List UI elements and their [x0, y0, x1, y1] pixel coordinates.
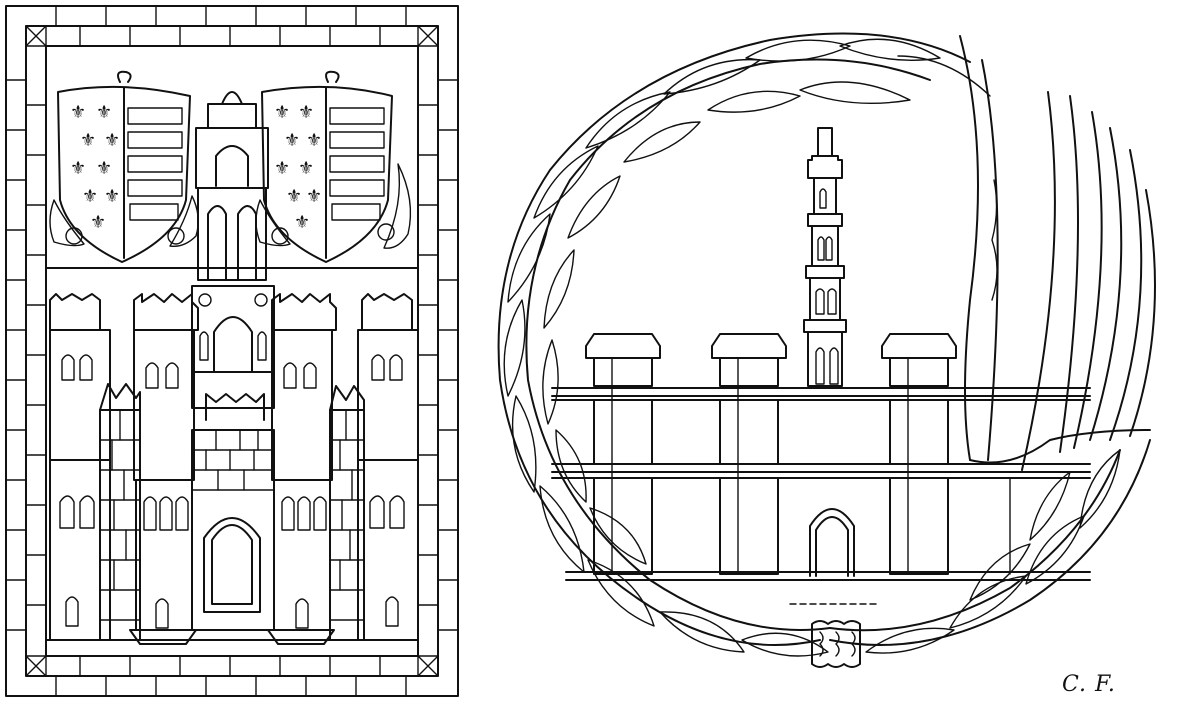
left-heraldic-shield: ⚜⚜ ⚜⚜ ⚜⚜ ⚜⚜ ⚜: [49, 70, 199, 263]
svg-text:⚜: ⚜: [96, 102, 112, 123]
brick-frame: [5, 5, 459, 697]
svg-text:⚜: ⚜: [104, 130, 120, 151]
svg-text:⚜: ⚜: [306, 186, 322, 207]
svg-text:⚜: ⚜: [70, 102, 86, 123]
minaret-tower: [803, 127, 847, 387]
wreath-knot: [811, 620, 861, 668]
svg-text:⚜: ⚜: [286, 186, 302, 207]
svg-text:⚜: ⚜: [274, 102, 290, 123]
castle-gatehouse: [45, 285, 419, 645]
central-turret: [195, 91, 269, 281]
fleur-de-lis-pattern: ⚜⚜ ⚜⚜ ⚜⚜ ⚜⚜ ⚜: [274, 102, 322, 233]
svg-text:⚜: ⚜: [298, 102, 314, 123]
artist-signature: C. F.: [1062, 672, 1116, 697]
svg-text:⚜: ⚜: [82, 186, 98, 207]
svg-text:⚜: ⚜: [96, 158, 112, 179]
drapery: [959, 35, 1156, 471]
svg-text:⚜: ⚜: [306, 130, 322, 151]
svg-text:⚜: ⚜: [274, 158, 290, 179]
fortress-wall: [551, 333, 1091, 605]
wreathed-fortress-panel: [470, 0, 1200, 705]
fleur-de-lis-pattern: ⚜⚜ ⚜⚜ ⚜⚜ ⚜⚜ ⚜: [70, 102, 120, 233]
svg-text:⚜: ⚜: [104, 186, 120, 207]
right-heraldic-shield: ⚜⚜ ⚜⚜ ⚜⚜ ⚜⚜ ⚜: [255, 70, 412, 263]
framed-castle-panel: ⚜⚜ ⚜⚜ ⚜⚜ ⚜⚜ ⚜: [0, 0, 470, 705]
svg-text:⚜: ⚜: [90, 212, 106, 233]
svg-text:⚜: ⚜: [80, 130, 96, 151]
laurel-wreath: [497, 32, 1151, 668]
svg-text:⚜: ⚜: [298, 158, 314, 179]
svg-text:⚜: ⚜: [70, 158, 86, 179]
svg-text:⚜: ⚜: [294, 212, 310, 233]
svg-text:⚜: ⚜: [284, 130, 300, 151]
